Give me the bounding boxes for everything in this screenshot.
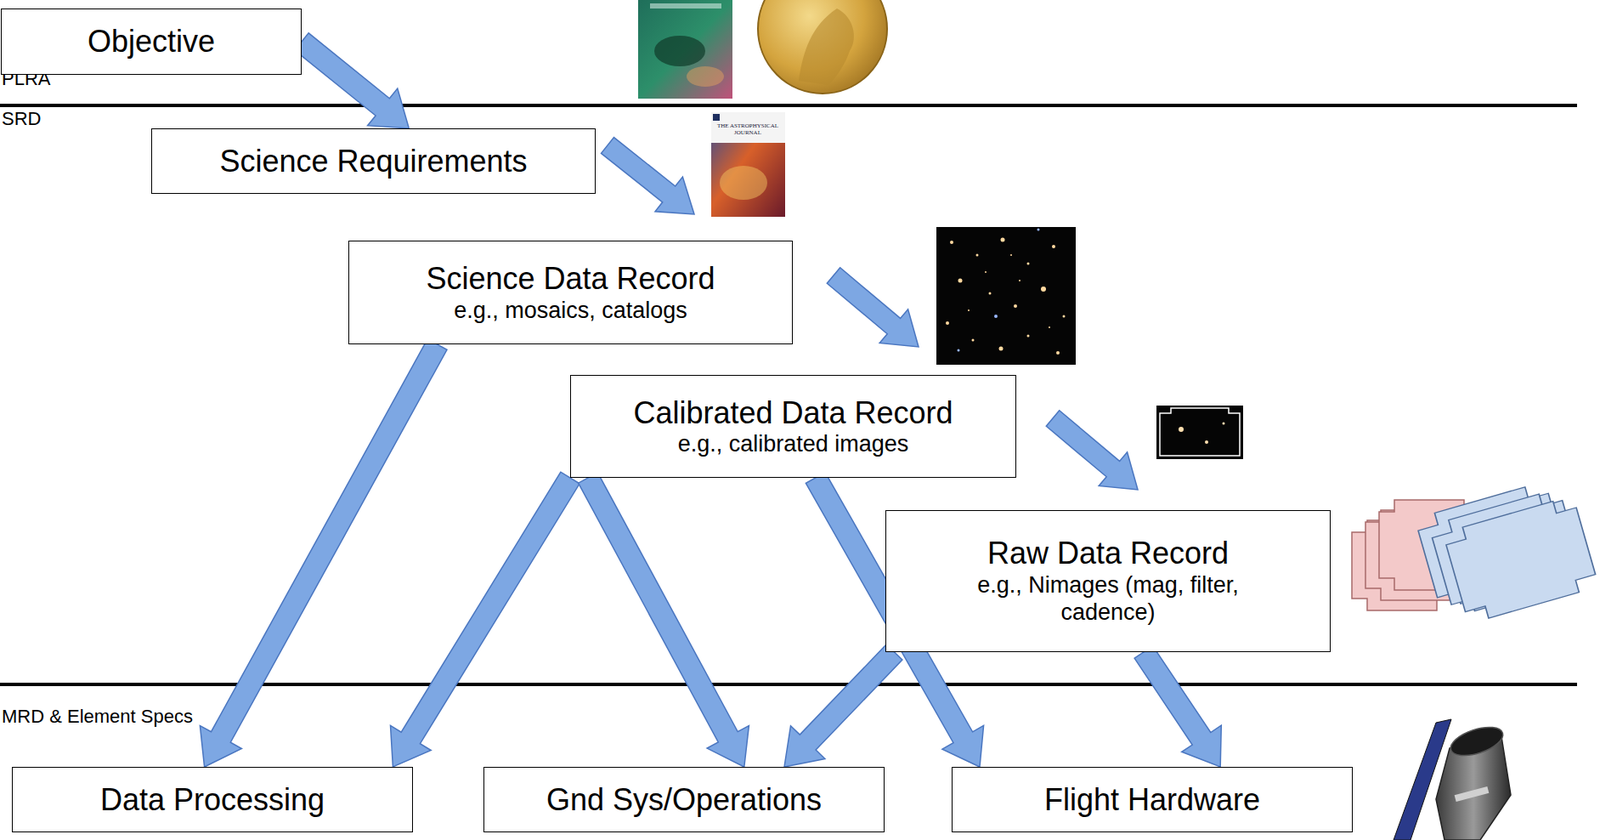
- box-title: Science Requirements: [219, 143, 527, 179]
- box-title: Science Data Record: [425, 260, 715, 296]
- nobel-medal: [757, 0, 888, 94]
- box-title: Objective: [87, 23, 215, 59]
- journal-cover: [711, 112, 786, 217]
- spacecraft: [1393, 718, 1511, 840]
- flow-arrow: [1134, 645, 1222, 767]
- flow-arrow: [199, 339, 447, 767]
- raw-frame-stack: [1351, 474, 1600, 631]
- level-label: MRD & Element Specs: [1, 706, 193, 727]
- block-arrow: [390, 471, 581, 767]
- box-title: Raw Data Record: [987, 535, 1229, 571]
- flow-arrow: [784, 644, 903, 767]
- flow-arrow: [390, 471, 581, 767]
- block-arrow: [199, 339, 447, 767]
- element-box: Data Processing: [11, 766, 413, 832]
- book-cover: [638, 0, 733, 99]
- box-example: e.g., Nimages (mag, filter, cadence): [959, 571, 1257, 627]
- requirement-box: Science Requirements: [151, 128, 596, 194]
- flow-arrow: [294, 33, 410, 129]
- box-title: Gnd Sys/Operations: [546, 781, 822, 817]
- data-record-box: Calibrated Data Recorde.g., calibrated i…: [570, 374, 1017, 478]
- box-example: e.g., calibrated images: [678, 429, 910, 458]
- block-arrow: [294, 33, 410, 129]
- element-box: Flight Hardware: [951, 766, 1353, 832]
- element-box: Gnd Sys/Operations: [483, 766, 885, 832]
- journal-title: THE ASTROPHYSICAL JOURNAL: [713, 123, 782, 136]
- flow-arrow: [578, 472, 750, 767]
- block-arrow: [784, 644, 903, 767]
- calibrated-image: [1156, 405, 1244, 459]
- box-example: e.g., mosaics, catalogs: [453, 296, 688, 324]
- box-title: Flight Hardware: [1044, 781, 1261, 817]
- separator-line: [0, 103, 1578, 108]
- block-arrow: [578, 472, 750, 767]
- objective-box: Objective: [0, 8, 302, 75]
- box-title: Calibrated Data Record: [633, 395, 953, 430]
- data-record-box: Raw Data Recorde.g., Nimages (mag, filte…: [885, 509, 1331, 652]
- star-field-image: [936, 226, 1076, 365]
- block-arrow: [1134, 645, 1222, 767]
- data-record-box: Science Data Recorde.g., mosaics, catalo…: [348, 240, 793, 345]
- box-title: Data Processing: [100, 781, 325, 817]
- level-label: SRD: [1, 108, 41, 130]
